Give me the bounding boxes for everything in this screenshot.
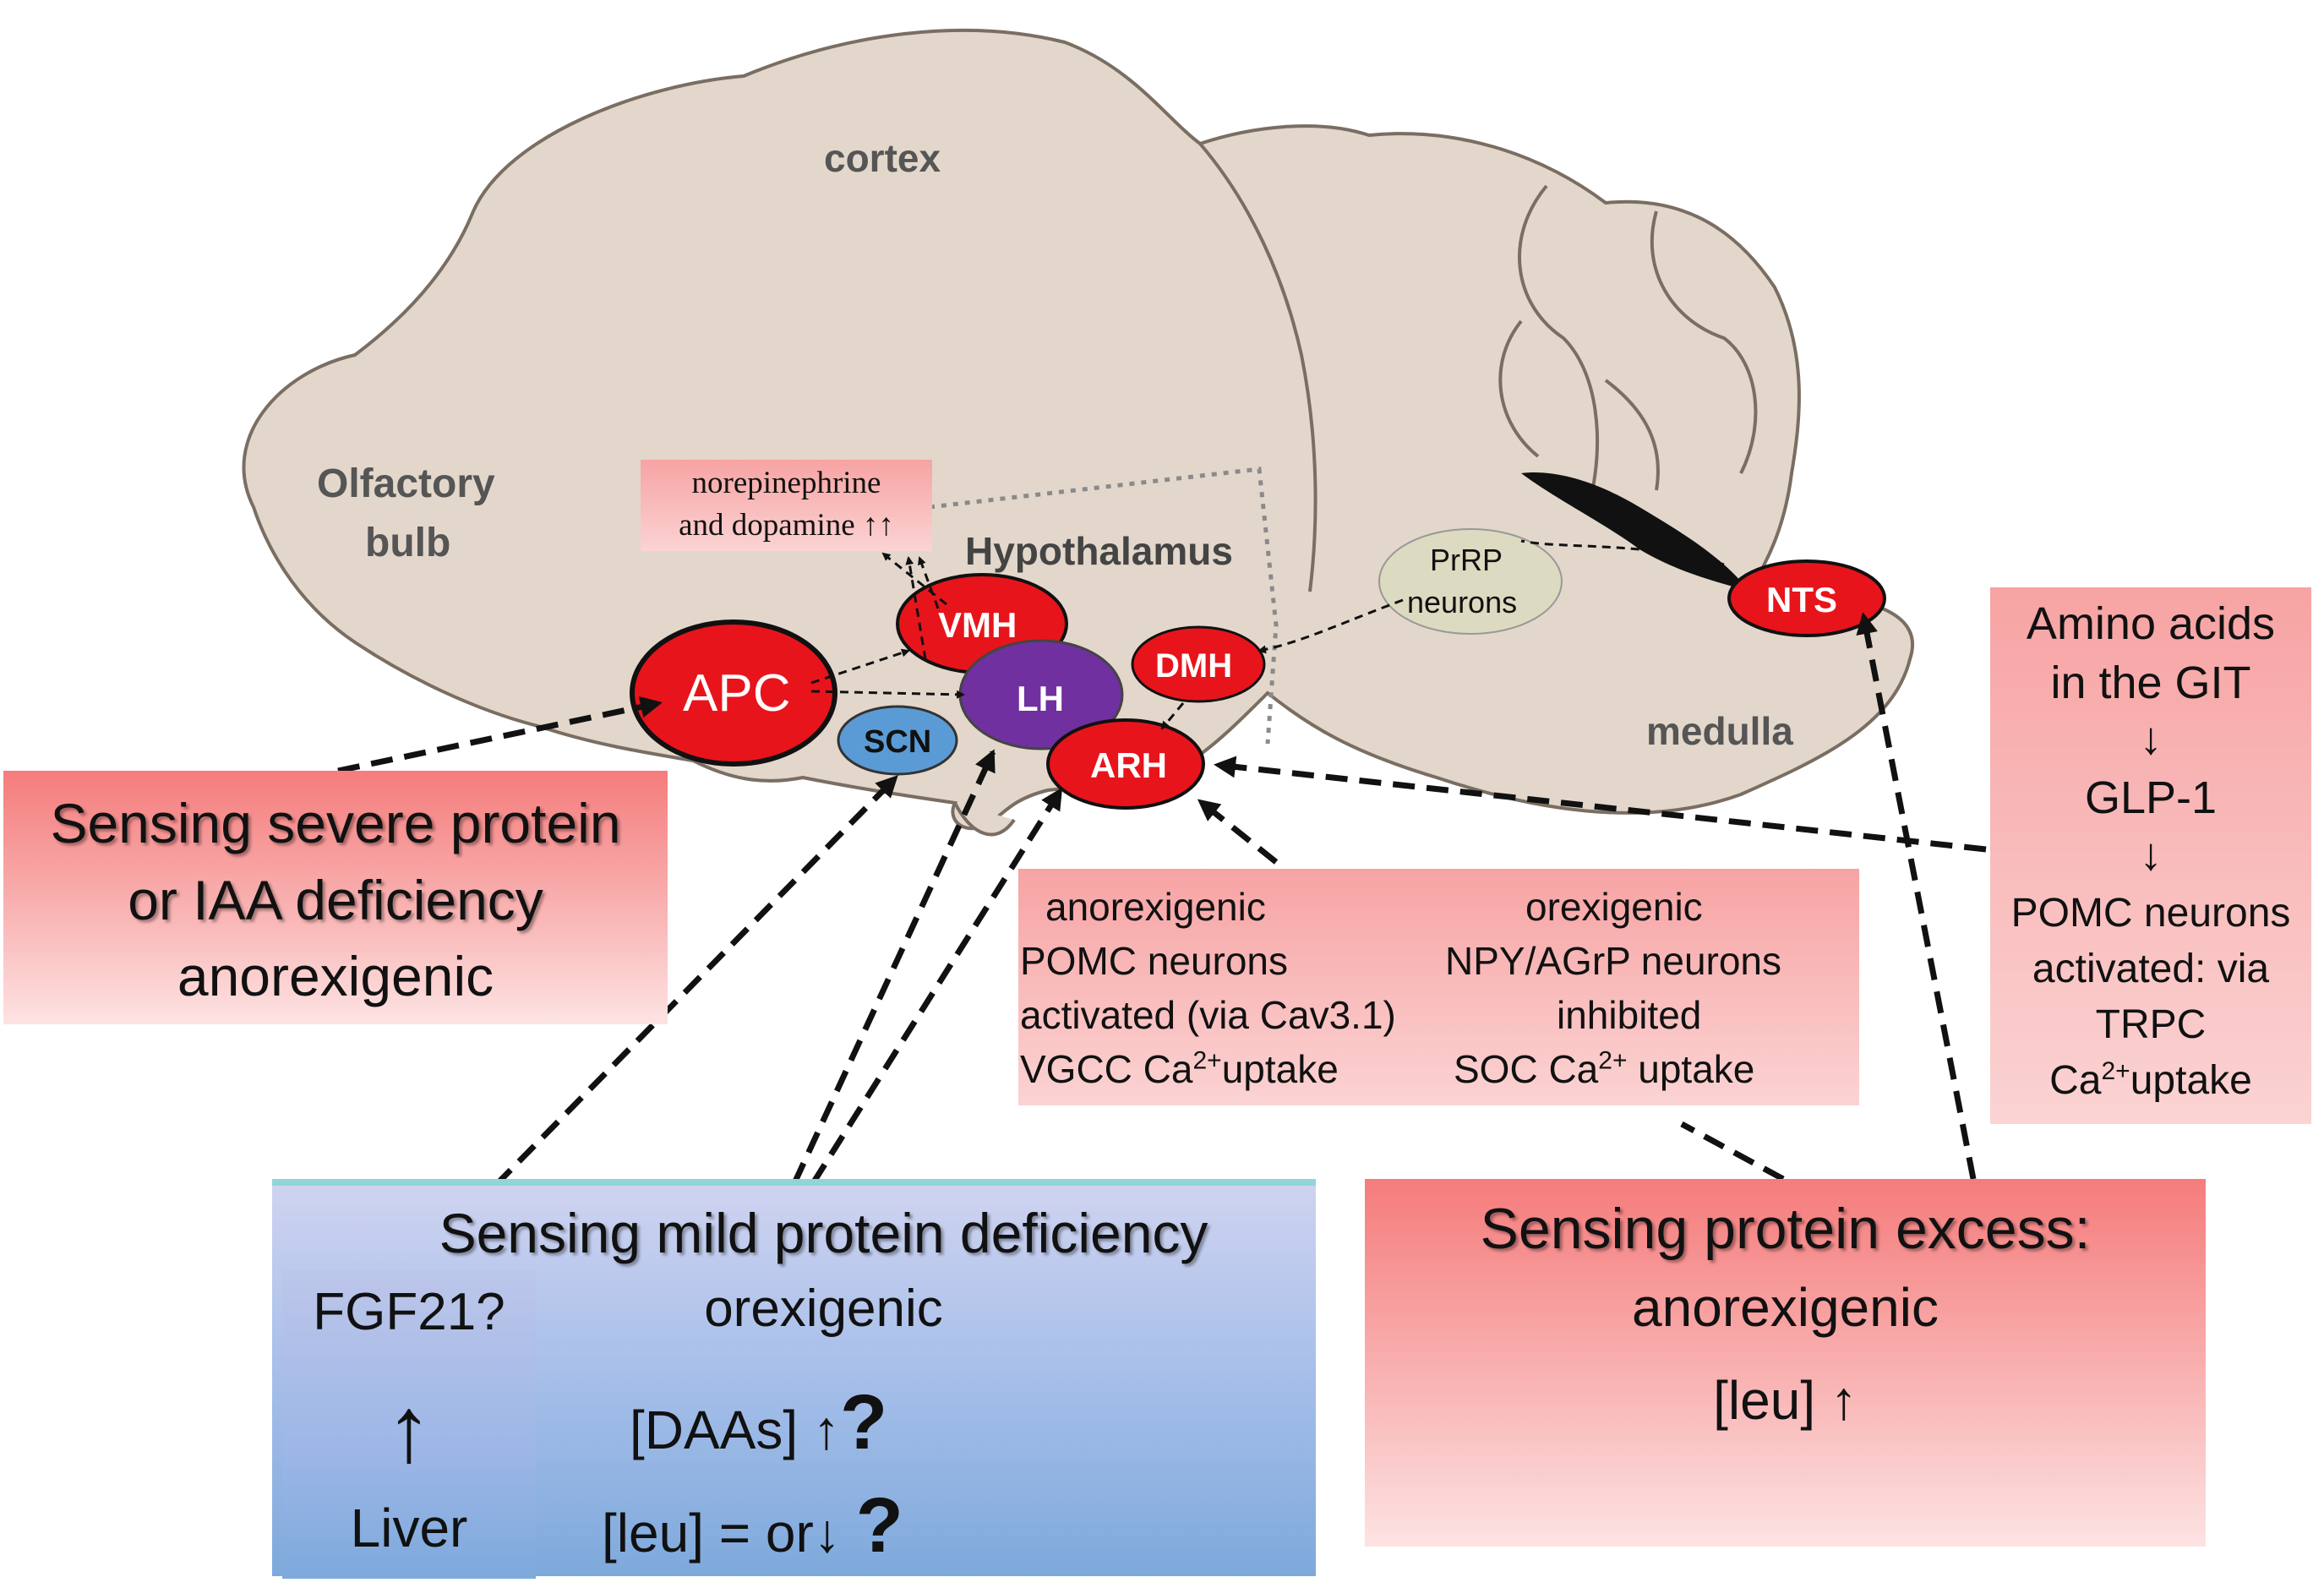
pituitary: [953, 802, 1016, 837]
cortex-label: cortex: [824, 136, 941, 180]
mild-subtitle: orexigenic: [704, 1280, 943, 1338]
arh-label: ARH: [1090, 745, 1167, 785]
arh-mechanism-box: anorexigenic POMC neurons activated (via…: [1018, 869, 1859, 1105]
norepinephrine-line-1: norepinephrine: [691, 466, 881, 500]
git-line-7: Ca2+uptake: [1990, 1057, 2311, 1104]
arh-left-2: POMC neurons: [1020, 939, 1289, 983]
scn-nucleus: [837, 705, 958, 776]
liver-label: Liver: [350, 1498, 468, 1558]
git-line-7-text: Ca: [2049, 1058, 2102, 1103]
cortex-boundary: [1198, 142, 1317, 592]
git-line-7-sup: 2+: [2101, 1057, 2130, 1085]
prrp-label-1: PrRP: [1430, 543, 1503, 577]
apc-nucleus: [630, 619, 837, 767]
nts-label: NTS: [1766, 580, 1837, 619]
severe-line-2: or IAA deficiency: [128, 869, 543, 931]
excess-line-3: [leu] ↑: [1713, 1370, 1858, 1431]
arh-left-4-sup: 2+: [1192, 1046, 1222, 1075]
olfactory-label-2: bulb: [365, 521, 451, 565]
norepinephrine-line-2: and dopamine ↑↑: [679, 508, 894, 543]
arh-right-4-tail: uptake: [1627, 1047, 1755, 1091]
excess-line-2: anorexigenic: [1632, 1277, 1939, 1338]
arh-right-4-sup: 2+: [1598, 1046, 1628, 1075]
prrp-neurons: [1378, 528, 1563, 635]
arh-right-4: SOC Ca2+ uptake: [1454, 1046, 1754, 1092]
mild-leu: [leu] = or↓ ?: [602, 1482, 903, 1570]
fgf21-label: FGF21?: [313, 1283, 505, 1341]
scn-label: SCN: [864, 724, 932, 760]
mild-daa: [DAAs] ↑?: [630, 1378, 887, 1467]
arh-right-1: orexigenic: [1525, 885, 1703, 929]
arh-right-3: inhibited: [1557, 993, 1702, 1037]
cerebellum-fold-3: [1604, 379, 1660, 491]
dmh-label: DMH: [1155, 647, 1233, 685]
fgf21-panel: FGF21? ↑ Liver: [282, 1270, 536, 1579]
outer-arrows: [337, 612, 1987, 1236]
mild-deficiency-box: Sensing mild protein deficiency orexigen…: [272, 1179, 1316, 1579]
mild-daa-question: ?: [839, 1379, 888, 1465]
arh-left-4-tail: uptake: [1221, 1047, 1339, 1091]
excess-line-1: Sensing protein excess:: [1480, 1197, 2091, 1261]
arh-left-4-text: VGCC Ca: [1020, 1047, 1193, 1091]
severe-deficiency-box: Sensing severe protein or IAA deficiency…: [3, 771, 668, 1024]
cerebellum-fold-4: [1498, 319, 1540, 458]
apc-label: APC: [683, 664, 791, 723]
git-box: Amino acids in the GIT ↓ GLP-1 ↓ POMC ne…: [1990, 587, 2311, 1124]
dmh-nucleus: [1131, 625, 1266, 703]
mild-daa-text: [DAAs] ↑: [630, 1400, 840, 1460]
arh-left-4: VGCC Ca2+uptake: [1020, 1046, 1339, 1092]
git-line-1: Amino acids: [2026, 598, 2276, 649]
arh-nucleus: [1046, 718, 1205, 810]
olfactory-label-1: Olfactory: [317, 461, 495, 506]
vmh-label: VMH: [938, 605, 1017, 645]
git-arrow-1: ↓: [2139, 713, 2163, 764]
fgf21-arrow: ↑: [385, 1378, 433, 1482]
git-arrow-2: ↓: [2139, 829, 2163, 880]
mild-leu-text: [leu] = or↓: [602, 1503, 841, 1563]
arh-right-2: NPY/AGrP neurons: [1445, 939, 1782, 983]
hypothalamus-outline: [929, 467, 1279, 745]
medulla-label: medulla: [1646, 709, 1793, 753]
arh-left-3: activated (via Cav3.1): [1020, 993, 1396, 1037]
fourth-ventricle: [1521, 472, 1749, 592]
cerebellum-fold-2: [1650, 210, 1758, 474]
severe-line-1: Sensing severe protein: [50, 792, 621, 854]
git-line-4: POMC neurons: [2010, 891, 2291, 936]
arh-left-1: anorexigenic: [1045, 885, 1266, 929]
git-line-3: GLP-1: [2084, 772, 2218, 823]
mild-leu-question: ?: [855, 1482, 903, 1569]
norepinephrine-box: norepinephrine and dopamine ↑↑: [641, 460, 932, 551]
nts-nucleus: [1727, 559, 1886, 637]
git-line-2: in the GIT: [2050, 658, 2251, 708]
hypothalamus-label: Hypothalamus: [965, 529, 1233, 573]
cerebellum-fold-1: [1517, 184, 1599, 508]
inner-arrows: [810, 539, 1725, 730]
lh-label: LH: [1017, 679, 1064, 718]
git-line-5: activated: via: [2032, 947, 2270, 991]
protein-excess-box: Sensing protein excess: anorexigenic [le…: [1365, 1179, 2206, 1547]
arh-right-4-text: SOC Ca: [1454, 1047, 1599, 1091]
git-line-7-tail: uptake: [2130, 1058, 2252, 1103]
prrp-label-2: neurons: [1407, 585, 1518, 619]
mild-title: Sensing mild protein deficiency: [439, 1202, 1208, 1264]
git-line-6: TRPC: [2095, 1002, 2207, 1047]
severe-line-3: anorexigenic: [177, 945, 494, 1007]
